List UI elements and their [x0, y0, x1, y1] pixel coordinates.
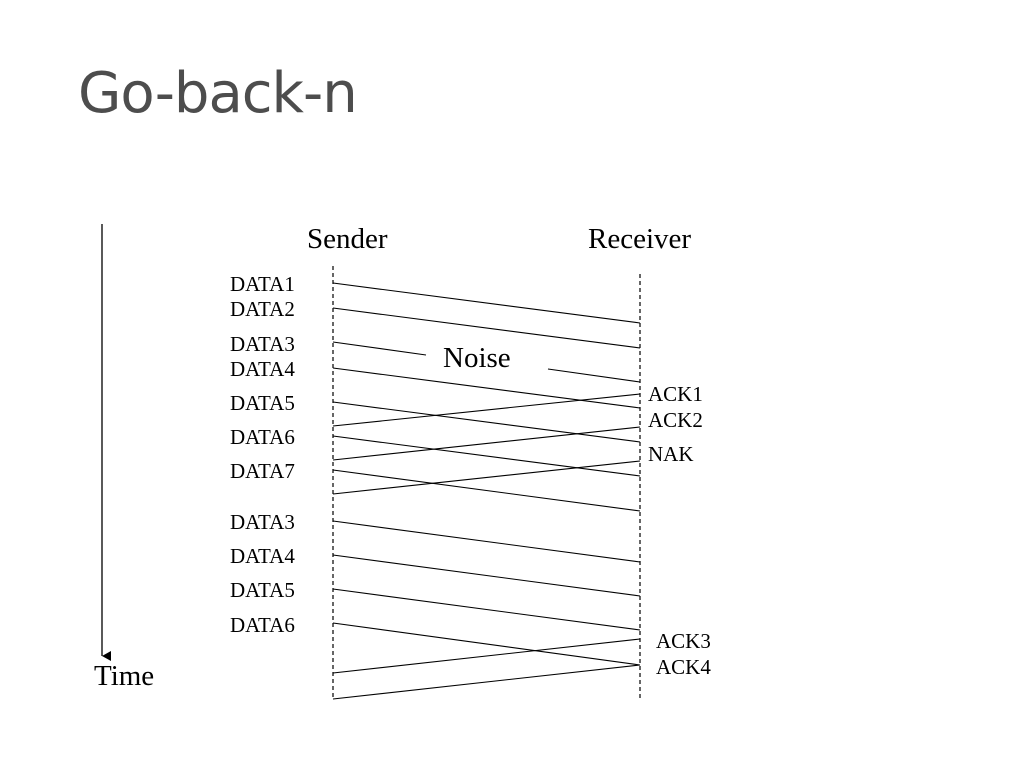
frame-ack2 — [332, 426, 641, 461]
sender-label-data2: DATA2 — [230, 297, 295, 321]
frame-data2 — [332, 307, 641, 349]
sender-label-data4-resend: DATA4 — [230, 544, 295, 568]
slide-title: Go-back-n — [78, 61, 358, 126]
receiver-label-ack1: ACK1 — [648, 382, 703, 406]
frame-ack4 — [332, 664, 641, 700]
sender-label-data3: DATA3 — [230, 332, 295, 356]
frame-data5 — [332, 401, 641, 443]
sender-label-data6-resend: DATA6 — [230, 613, 295, 637]
noise-label: Noise — [443, 342, 511, 374]
frame-data6 — [332, 435, 641, 477]
sender-label-data3-resend: DATA3 — [230, 510, 295, 534]
receiver-label: Receiver — [588, 223, 691, 255]
sender-label-data1: DATA1 — [230, 272, 295, 296]
time-label: Time — [94, 660, 154, 692]
frame-data3-resend — [332, 520, 641, 563]
receiver-label-ack3: ACK3 — [656, 629, 711, 653]
frame-data6-resend — [332, 622, 641, 666]
frame-data1 — [332, 282, 641, 324]
frame-ack3 — [332, 638, 641, 674]
receiver-label-ack2: ACK2 — [648, 408, 703, 432]
frame-ack1 — [332, 393, 641, 427]
frame-data7 — [332, 469, 641, 512]
frame-data4 — [332, 367, 641, 409]
sender-label: Sender — [307, 223, 388, 255]
frame-data3-lost-start — [332, 341, 427, 356]
sender-label-data4: DATA4 — [230, 357, 295, 381]
sender-label-data5: DATA5 — [230, 391, 295, 415]
frame-data4-resend — [332, 554, 641, 597]
frame-nak — [332, 460, 641, 495]
sender-label-data7: DATA7 — [230, 459, 295, 483]
receiver-label-ack4: ACK4 — [656, 655, 711, 679]
frame-data5-resend — [332, 588, 641, 631]
receiver-label-nak: NAK — [648, 442, 694, 466]
frame-data3-lost-end — [547, 368, 641, 383]
sender-label-data5-resend: DATA5 — [230, 578, 295, 602]
sender-label-data6: DATA6 — [230, 425, 295, 449]
